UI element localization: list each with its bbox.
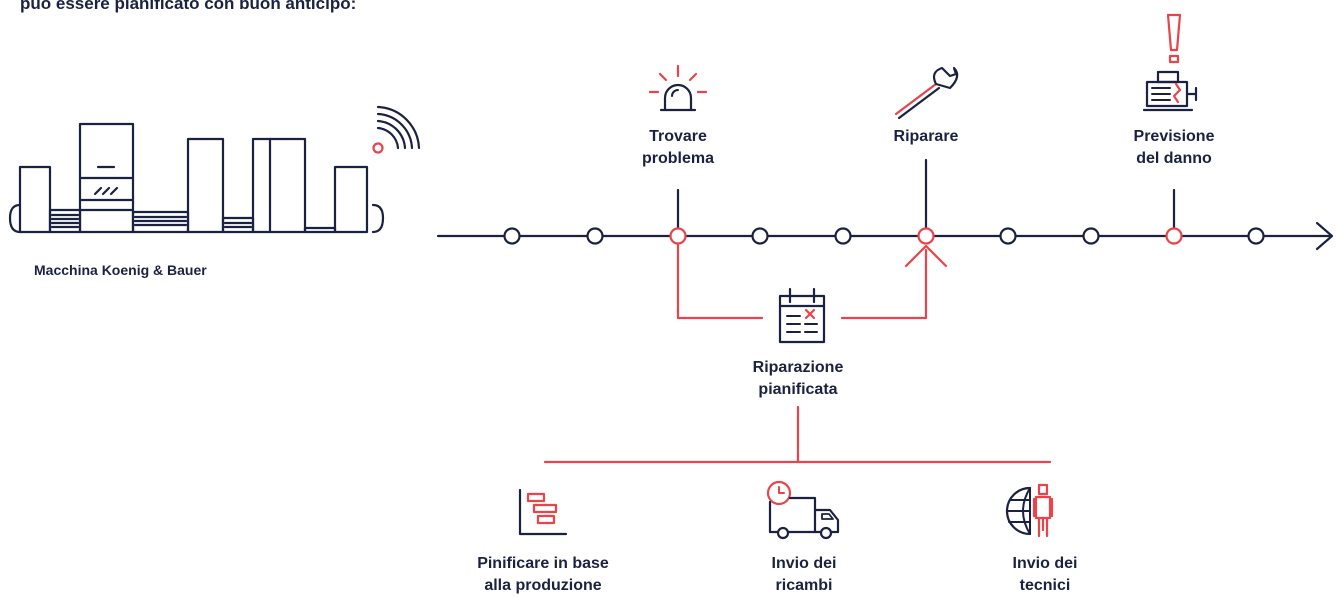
event-label-line: problema bbox=[641, 150, 714, 167]
action-label-line: tecnici bbox=[1019, 577, 1071, 594]
event-label-trovare: Trovare problema bbox=[628, 126, 728, 170]
timeline-node bbox=[503, 227, 521, 245]
action-label-line: Invio dei bbox=[771, 555, 837, 572]
timeline-node-event bbox=[1165, 227, 1183, 245]
gantt-icon bbox=[518, 488, 568, 536]
planned-label-line: Riparazione bbox=[752, 359, 844, 376]
action-label-ricambi: Invio dei ricambi bbox=[744, 553, 864, 597]
machine-label: Macchina Koenig & Bauer bbox=[34, 262, 207, 278]
action-label-line: alla produzione bbox=[484, 577, 602, 594]
timeline-node bbox=[1082, 227, 1100, 245]
event-label-line: Trovare bbox=[649, 128, 707, 145]
action-label-line: Invio dei bbox=[1012, 555, 1078, 572]
timeline-node-event bbox=[669, 227, 687, 245]
delivery-truck-icon bbox=[766, 480, 840, 540]
action-label-line: ricambi bbox=[775, 577, 833, 594]
timeline-node bbox=[999, 227, 1017, 245]
planned-repair-label: Riparazione pianificata bbox=[728, 357, 868, 401]
warning-exclamation-icon bbox=[1166, 13, 1182, 64]
wrench-icon bbox=[894, 66, 959, 120]
event-label-previsione: Previsione del danno bbox=[1114, 126, 1234, 170]
page-heading: può essere pianificato con buon anticipo… bbox=[20, 0, 357, 13]
technician-globe-icon bbox=[1005, 483, 1054, 538]
event-label-line: del danno bbox=[1136, 150, 1212, 167]
timeline-arrowhead bbox=[1315, 221, 1334, 251]
actions-connector bbox=[543, 405, 1052, 464]
printing-machine-icon bbox=[8, 122, 385, 234]
timeline-node bbox=[586, 227, 604, 245]
action-label-tecnici: Invio dei tecnici bbox=[985, 553, 1105, 597]
timeline-node-event bbox=[917, 227, 935, 245]
timeline-node bbox=[1247, 227, 1265, 245]
calendar-icon bbox=[778, 287, 826, 344]
wifi-signal-icon bbox=[372, 105, 421, 154]
timeline-node bbox=[834, 227, 852, 245]
timeline-node bbox=[751, 227, 769, 245]
event-label-riparare: Riparare bbox=[866, 126, 986, 148]
alarm-light-icon bbox=[648, 64, 708, 112]
event-label-line: Previsione bbox=[1133, 128, 1215, 145]
event-label-line: Riparare bbox=[893, 128, 959, 145]
action-label-produzione: Pinificare in base alla produzione bbox=[453, 553, 633, 597]
motor-icon bbox=[1142, 70, 1198, 112]
planning-connector bbox=[676, 242, 948, 320]
action-label-line: Pinificare in base bbox=[477, 555, 609, 572]
planned-label-line: pianificata bbox=[758, 381, 838, 398]
timeline bbox=[436, 158, 1334, 251]
